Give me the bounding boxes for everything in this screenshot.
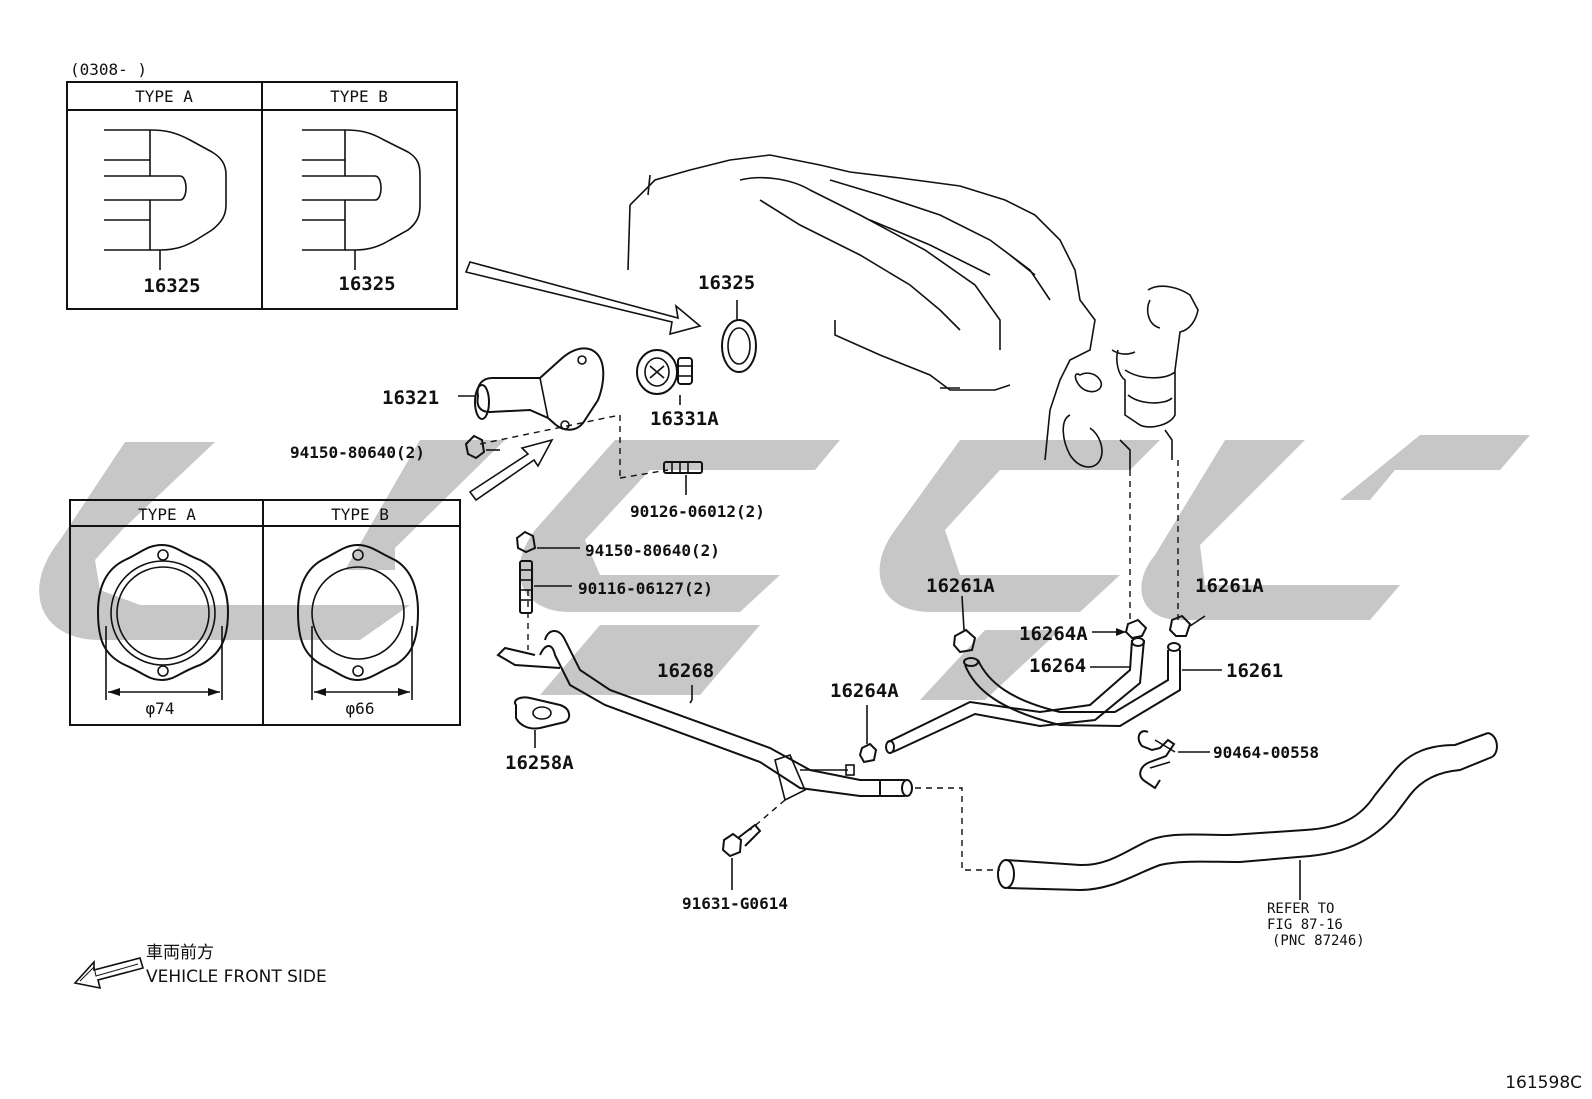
- direction-japanese: 車両前方: [146, 943, 214, 963]
- part-91631-G0614-bolt: [721, 823, 762, 890]
- label-90464-00558: 90464-00558: [1213, 743, 1319, 762]
- date-range: (0308- ): [70, 60, 147, 79]
- reference-line3: (PNC 87246): [1272, 933, 1365, 949]
- inset-top-part-a: 16325: [143, 275, 200, 297]
- watermark: [39, 435, 1530, 700]
- label-16264A-lower: 16264A: [830, 680, 899, 702]
- reference-note: REFER TO FIG 87-16 (PNC 87246): [1267, 901, 1365, 949]
- label-94150-80640-b: 94150-80640(2): [585, 541, 720, 560]
- label-90116-06127: 90116-06127(2): [578, 579, 713, 598]
- front-direction-arrow-icon: [73, 957, 145, 990]
- part-16321-housing: [458, 347, 605, 431]
- label-16264A-upper: 16264A: [1019, 623, 1088, 645]
- reference-line2: FIG 87-16: [1267, 917, 1343, 933]
- part-16331A-thermostat: [636, 349, 693, 405]
- inset-bottom-type-a: TYPE A: [138, 505, 196, 524]
- inset-top-part-b: 16325: [338, 273, 395, 295]
- inset-arrows: [464, 261, 702, 502]
- label-16331A: 16331A: [650, 408, 719, 430]
- part-labels: 16325 16321 16331A 94150-80640(2) 90126-…: [290, 272, 1319, 913]
- inset-top-type-a: TYPE A: [135, 87, 193, 106]
- hoses-right: [858, 595, 1498, 900]
- label-16258A: 16258A: [505, 752, 574, 774]
- label-16261A-left: 16261A: [926, 575, 995, 597]
- label-16261: 16261: [1226, 660, 1283, 682]
- inset-bottom: TYPE A TYPE B φ74 φ66: [69, 499, 461, 726]
- label-90126-06012: 90126-06012(2): [630, 502, 765, 521]
- vehicle-front-direction: 車両前方 VEHICLE FRONT SIDE: [73, 943, 327, 990]
- fasteners: [464, 434, 703, 614]
- label-94150-80640-a: 94150-80640(2): [290, 443, 425, 462]
- reference-line1: REFER TO: [1267, 901, 1334, 917]
- inset-top-type-b: TYPE B: [330, 87, 388, 106]
- label-16325: 16325: [698, 272, 755, 294]
- label-16261A-right: 16261A: [1195, 575, 1264, 597]
- engine-block: [627, 154, 1199, 470]
- label-16264: 16264: [1029, 655, 1086, 677]
- inset-bottom-type-b: TYPE B: [331, 505, 389, 524]
- label-91631-G0614: 91631-G0614: [682, 894, 788, 913]
- label-16321: 16321: [382, 387, 439, 409]
- inset-bottom-dim-b: φ66: [346, 699, 375, 718]
- inset-top: (0308- ) TYPE A TYPE B 16325 16325: [66, 60, 458, 310]
- part-16258A-gasket: [514, 696, 571, 748]
- part-16325-gasket: [721, 300, 757, 373]
- inset-bottom-dim-a: φ74: [146, 699, 175, 718]
- part-16268-pipe: [496, 630, 913, 802]
- figure-code: 161598C: [1505, 1073, 1582, 1093]
- direction-english: VEHICLE FRONT SIDE: [146, 967, 327, 987]
- label-16268: 16268: [657, 660, 714, 682]
